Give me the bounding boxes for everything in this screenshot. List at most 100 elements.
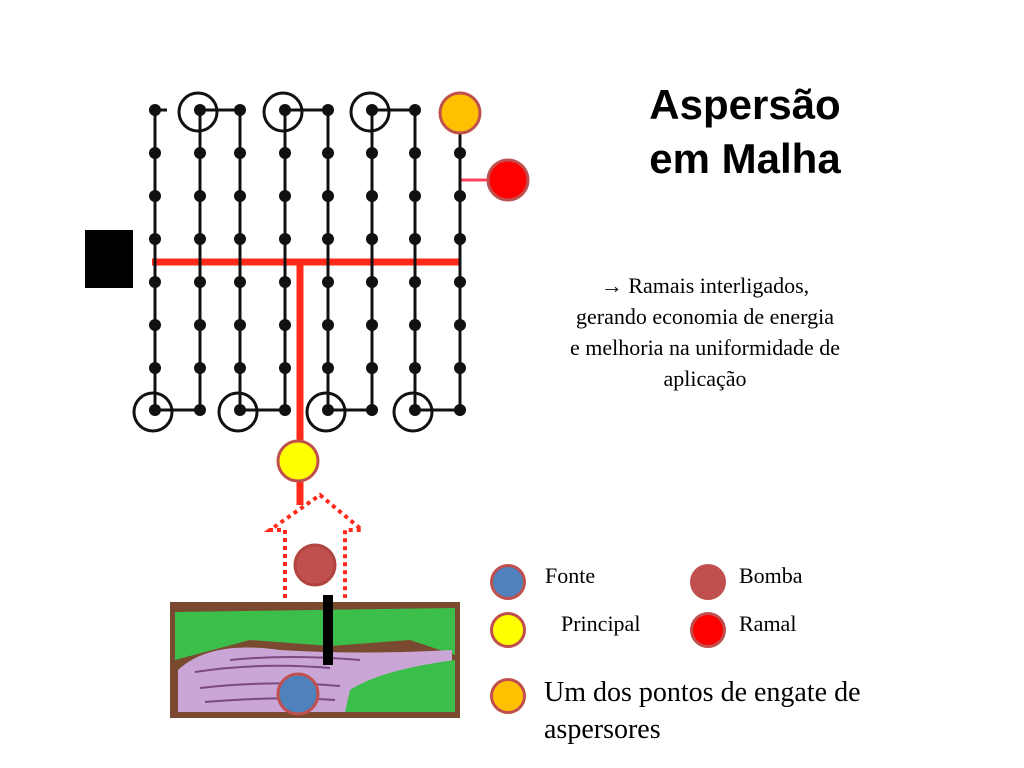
sprinkler-node <box>149 362 161 374</box>
sprinkler-node <box>409 147 421 159</box>
sprinkler-node <box>234 319 246 331</box>
sprinkler-node <box>454 233 466 245</box>
sprinkler-node <box>322 319 334 331</box>
sprinkler-node <box>234 147 246 159</box>
sprinkler-node <box>366 319 378 331</box>
sprinkler-node <box>409 362 421 374</box>
lateral-pipes <box>153 108 462 412</box>
sprinkler-node <box>322 233 334 245</box>
sprinkler-node <box>279 104 291 116</box>
sprinkler-node <box>194 276 206 288</box>
sprinkler-node <box>366 362 378 374</box>
sprinkler-node <box>234 276 246 288</box>
sprinkler-ring <box>132 391 174 433</box>
sprinkler-node <box>149 276 161 288</box>
sprinkler-node <box>194 233 206 245</box>
sprinkler-node <box>366 147 378 159</box>
sprinkler-node <box>366 233 378 245</box>
sprinkler-node <box>234 104 246 116</box>
description-text: → Ramais interligados, gerando economia … <box>540 270 870 394</box>
sprinkler-node <box>194 104 206 116</box>
sprinkler-node <box>366 190 378 202</box>
sprinkler-node <box>279 276 291 288</box>
sprinkler-node <box>149 233 161 245</box>
sprinkler-node <box>149 147 161 159</box>
sprinkler-node <box>149 319 161 331</box>
sprinkler-node <box>454 404 466 416</box>
sprinkler-ring <box>217 391 259 433</box>
sprinkler-ring <box>392 391 434 433</box>
sprinkler-node <box>409 233 421 245</box>
legend-label-bomba: Bomba <box>739 563 803 588</box>
legend-dot-bomba <box>690 564 726 600</box>
flow-arrow <box>263 492 368 598</box>
sprinkler-node <box>279 147 291 159</box>
description-line-3: e melhoria na uniformidade de <box>569 335 840 360</box>
sprinkler-node <box>194 362 206 374</box>
sprinkler-node <box>149 404 161 416</box>
sprinkler-node <box>194 319 206 331</box>
sprinkler-node <box>322 190 334 202</box>
sprinkler-node <box>366 104 378 116</box>
pump-house-block <box>85 230 133 288</box>
water-source-picture <box>170 595 460 718</box>
sprinkler-node <box>409 319 421 331</box>
sprinkler-node <box>454 276 466 288</box>
sprinkler-node <box>454 147 466 159</box>
sprinkler-ring <box>305 391 347 433</box>
sprinkler-node <box>234 404 246 416</box>
sprinkler-node <box>279 233 291 245</box>
sprinkler-node <box>409 190 421 202</box>
sprinkler-node <box>454 362 466 374</box>
legend-dot-ramal <box>690 612 726 648</box>
sprinkler-node <box>194 147 206 159</box>
sprinkler-node <box>454 190 466 202</box>
sprinkler-node <box>234 233 246 245</box>
sprinkler-node <box>366 276 378 288</box>
marker-ramal <box>486 158 530 202</box>
arrow-right-icon: → <box>600 273 623 298</box>
sprinkler-node <box>409 404 421 416</box>
marker-principal <box>276 439 320 483</box>
sprinkler-ring <box>349 91 391 133</box>
legend-dot-principal <box>490 612 526 648</box>
sprinkler-node <box>322 404 334 416</box>
legend-label-ramal: Ramal <box>739 611 797 636</box>
sprinkler-node <box>409 276 421 288</box>
sprinkler-node <box>279 404 291 416</box>
sprinkler-node <box>322 276 334 288</box>
sprinkler-node <box>322 104 334 116</box>
sprinkler-node <box>322 147 334 159</box>
sprinkler-node <box>366 404 378 416</box>
description-line-2: gerando economia de energia <box>576 304 834 329</box>
sprinkler-ring <box>262 91 304 133</box>
marker-engate-top <box>438 91 482 135</box>
sprinkler-node <box>234 190 246 202</box>
title-line-2: em Malha <box>649 135 841 182</box>
sprinkler-node <box>279 190 291 202</box>
sprinkler-node <box>279 319 291 331</box>
sprinkler-node <box>409 104 421 116</box>
sprinkler-node <box>194 404 206 416</box>
sprinkler-nodes <box>149 104 466 416</box>
marker-fonte <box>276 672 320 716</box>
legend-label-fonte: Fonte <box>545 563 596 588</box>
note-text: Um dos pontos de engate de aspersores <box>544 677 861 745</box>
description-line-1: → Ramais interligados, <box>600 273 810 298</box>
sprinkler-ring <box>177 91 219 133</box>
sprinkler-node <box>149 190 161 202</box>
description-line-4: aplicação <box>663 366 747 391</box>
sprinkler-node <box>279 362 291 374</box>
note-dot-engate <box>490 678 526 714</box>
legend-label-principal: Principal <box>561 611 641 636</box>
sprinkler-node <box>194 190 206 202</box>
sprinkler-node <box>322 362 334 374</box>
sprinkler-rings <box>132 91 434 433</box>
sprinkler-node <box>149 104 161 116</box>
legend-dot-fonte <box>490 564 526 600</box>
sprinkler-node <box>454 319 466 331</box>
sprinkler-node <box>234 362 246 374</box>
page-title: Aspersão em Malha <box>600 78 890 186</box>
marker-bomba <box>293 543 337 587</box>
